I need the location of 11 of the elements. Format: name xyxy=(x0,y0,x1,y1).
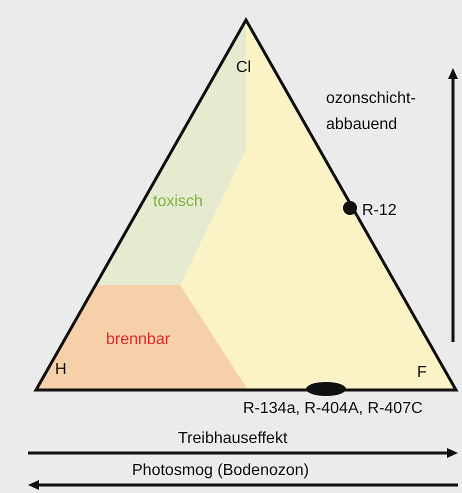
refrigerant-label: R-134a, R-404A, R-407C xyxy=(243,399,423,418)
axis-label: ozonschicht- abbauend xyxy=(326,89,416,135)
flammable-region xyxy=(36,285,249,390)
corner-label: F xyxy=(417,363,427,382)
corner-label: Cl xyxy=(236,58,252,78)
axis-label: Treibhauseffekt xyxy=(178,429,288,448)
axis-label: Photosmog (Bodenozon) xyxy=(132,461,309,480)
refrigerant-label: R-12 xyxy=(362,201,397,220)
region-label: brennbar xyxy=(106,330,170,350)
corner-label: H xyxy=(55,360,67,380)
region-label: toxisch xyxy=(153,192,203,212)
